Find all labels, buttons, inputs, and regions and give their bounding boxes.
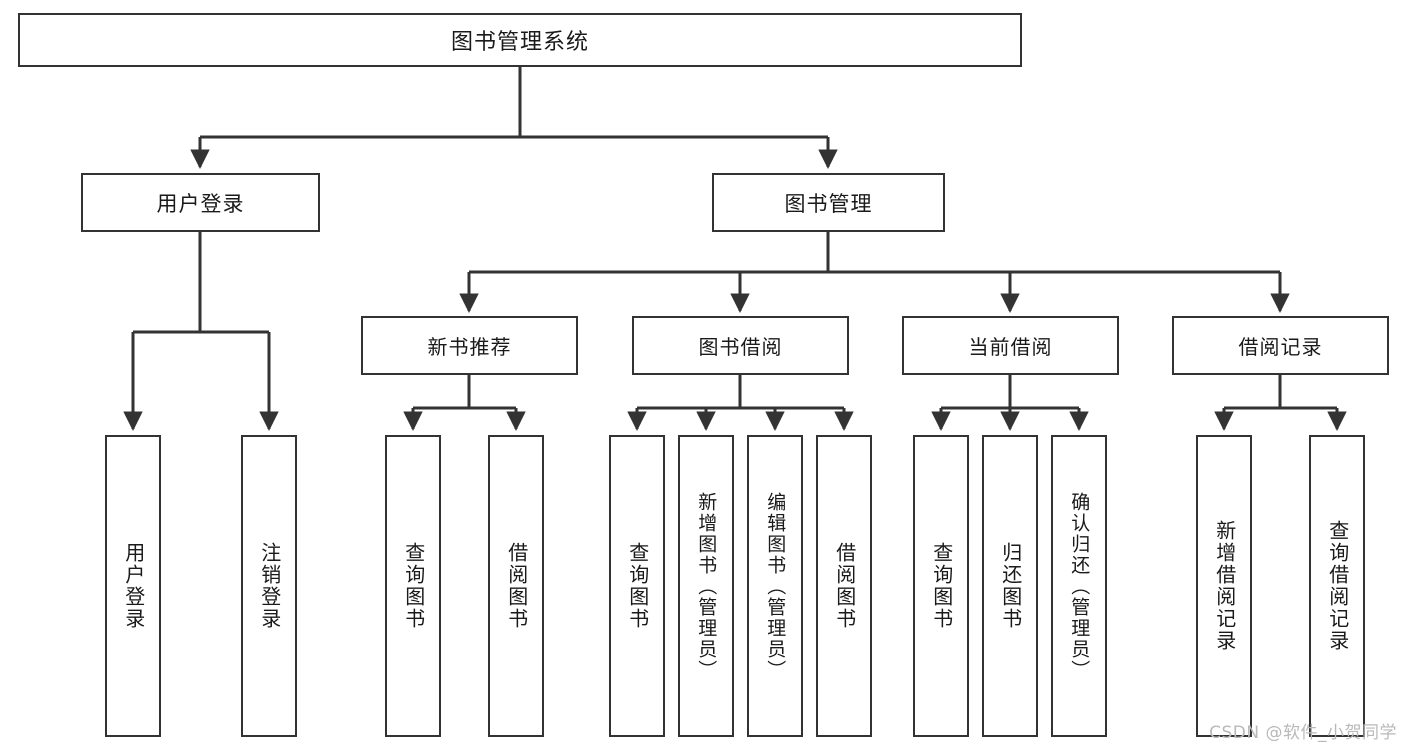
leaf-add-borrow-record[interactable]: 新增借阅记录	[1196, 435, 1252, 737]
node-label: 查询图书	[929, 542, 954, 630]
node-label: 当前借阅	[968, 335, 1053, 359]
leaf-current-query-book[interactable]: 查询图书	[913, 435, 969, 737]
node-label: 新书推荐	[427, 335, 512, 359]
node-book-management[interactable]: 图书管理	[712, 173, 945, 232]
leaf-logout[interactable]: 注销登录	[241, 435, 297, 737]
leaf-add-book-admin[interactable]: 新增图书（管理员）	[678, 435, 734, 737]
node-label: 查询图书	[625, 542, 650, 630]
node-label: 编辑图书（管理员）	[764, 491, 787, 681]
node-label: 确认归还（管理员）	[1068, 491, 1091, 681]
leaf-new-book-borrow[interactable]: 借阅图书	[488, 435, 544, 737]
node-label: 用户登录	[156, 191, 245, 216]
node-book-borrow[interactable]: 图书借阅	[632, 316, 849, 375]
leaf-edit-book-admin[interactable]: 编辑图书（管理员）	[747, 435, 803, 737]
node-label: 查询图书	[401, 542, 426, 630]
node-label: 图书管理	[784, 191, 873, 216]
node-label: 新增借阅记录	[1212, 520, 1237, 652]
node-label: 图书借阅	[698, 335, 783, 359]
node-label: 用户登录	[121, 542, 146, 630]
watermark-text: CSDN @软件_小贺同学	[1209, 723, 1397, 743]
node-label: 借阅图书	[832, 542, 857, 630]
node-current-borrow[interactable]: 当前借阅	[902, 316, 1119, 375]
node-label: 新增图书（管理员）	[695, 491, 718, 681]
node-label: 查询借阅记录	[1325, 520, 1350, 652]
node-label: 注销登录	[257, 542, 282, 630]
leaf-user-login[interactable]: 用户登录	[105, 435, 161, 737]
leaf-query-borrow-record[interactable]: 查询借阅记录	[1309, 435, 1365, 737]
leaf-borrow-query-book[interactable]: 查询图书	[609, 435, 665, 737]
node-new-book-recommend[interactable]: 新书推荐	[361, 316, 578, 375]
leaf-new-book-query[interactable]: 查询图书	[385, 435, 441, 737]
node-label: 图书管理系统	[450, 30, 589, 55]
node-label: 归还图书	[998, 542, 1023, 630]
node-root-book-management-system[interactable]: 图书管理系统	[18, 13, 1022, 67]
node-user-login[interactable]: 用户登录	[81, 173, 320, 232]
leaf-confirm-return-admin[interactable]: 确认归还（管理员）	[1051, 435, 1107, 737]
leaf-return-book[interactable]: 归还图书	[982, 435, 1038, 737]
node-borrow-record[interactable]: 借阅记录	[1172, 316, 1389, 375]
leaf-borrow-book[interactable]: 借阅图书	[816, 435, 872, 737]
node-label: 借阅图书	[504, 542, 529, 630]
node-label: 借阅记录	[1238, 335, 1323, 359]
